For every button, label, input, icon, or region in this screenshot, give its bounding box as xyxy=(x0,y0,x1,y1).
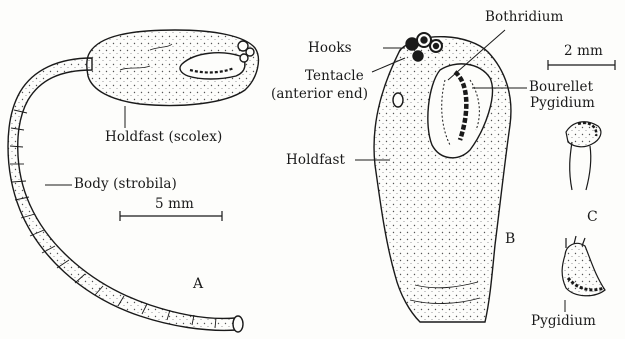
label-panel-b: B xyxy=(505,232,515,247)
label-holdfast-b: Holdfast xyxy=(286,153,345,168)
tentacle-b xyxy=(393,93,403,107)
label-body-strobila: Body (strobila) xyxy=(74,177,177,192)
pygidium-c-bottom xyxy=(562,236,605,296)
scale-bar-a xyxy=(120,211,222,221)
label-scale-5mm: 5 mm xyxy=(155,197,194,212)
label-panel-c: C xyxy=(587,210,598,225)
label-hooks: Hooks xyxy=(308,41,352,56)
label-panel-a: A xyxy=(193,277,203,292)
label-pygidium-bottom: Pygidium xyxy=(531,314,596,329)
label-bourellet: Bourellet xyxy=(529,80,593,95)
label-anterior-end: (anterior end) xyxy=(271,87,368,102)
label-tentacle: Tentacle xyxy=(305,69,364,84)
label-bothridium: Bothridium xyxy=(485,10,563,25)
scale-bar-c xyxy=(548,60,615,70)
label-scale-2mm: 2 mm xyxy=(564,44,603,59)
label-holdfast-scolex: Holdfast (scolex) xyxy=(105,130,222,145)
specimen-b xyxy=(355,30,527,322)
strobila-tip xyxy=(233,316,243,332)
label-pygidium-top: Pygidium xyxy=(530,96,595,111)
pygidium-c-top xyxy=(566,122,601,190)
